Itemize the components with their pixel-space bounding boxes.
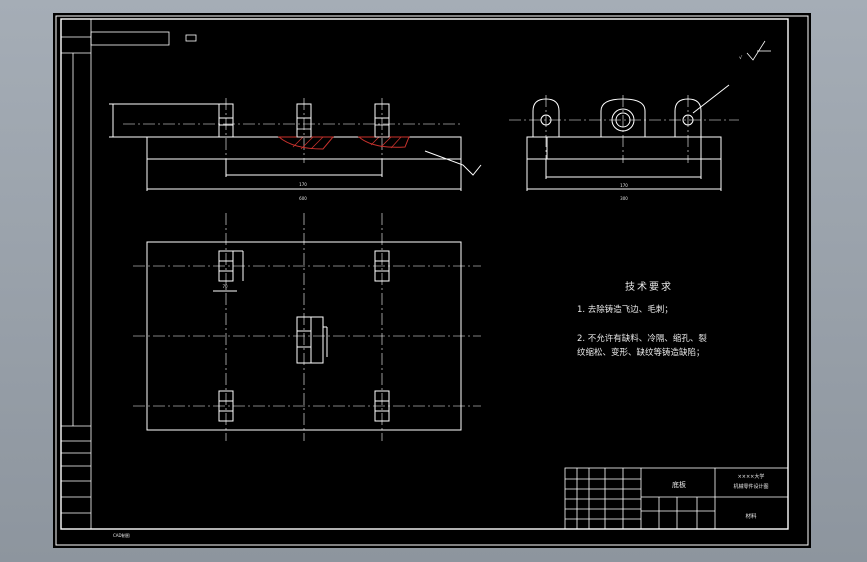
section-hatch — [277, 124, 410, 150]
front-centerlines — [123, 98, 463, 163]
side-view — [526, 84, 730, 191]
front-bottom-dim: 600 — [299, 196, 307, 201]
drawing-title: 机械零件设计图 — [733, 483, 768, 490]
roughness-symbol — [746, 40, 771, 61]
code-box — [90, 31, 170, 46]
side-bottom-dim: 300 — [620, 196, 628, 201]
drawing-sheet: √ — [53, 13, 811, 548]
plan-left-dim: 70 — [222, 284, 228, 289]
inner-frame — [60, 18, 789, 530]
side-centerlines — [509, 95, 739, 163]
part-name: 底板 — [672, 480, 686, 489]
tech-req-line1: 1. 去除铸造飞边、毛刺； — [577, 304, 673, 315]
bottom-strip-note: CAD制图 — [113, 532, 130, 538]
front-view — [109, 103, 482, 191]
tech-req-line2: 2. 不允许有缺料、冷隔、缩孔、裂 — [577, 333, 707, 344]
tech-req-heading: 技术要求 — [625, 280, 673, 293]
title-block — [564, 467, 789, 530]
front-inner-dim: 170 — [299, 182, 307, 187]
material-label: 材料 — [745, 512, 757, 520]
plan-centerlines — [133, 213, 481, 441]
left-strip — [61, 19, 92, 529]
school-name: ××××大学 — [738, 473, 765, 480]
roughness-note: √ — [739, 55, 743, 61]
outer-frame — [55, 15, 809, 546]
side-inner-dim: 170 — [620, 183, 628, 188]
cad-drawing: √ — [55, 15, 809, 546]
tech-req-line3: 纹缩松、变形、缺纹等铸造缺陷； — [577, 347, 705, 358]
code-box-mark — [185, 34, 197, 42]
